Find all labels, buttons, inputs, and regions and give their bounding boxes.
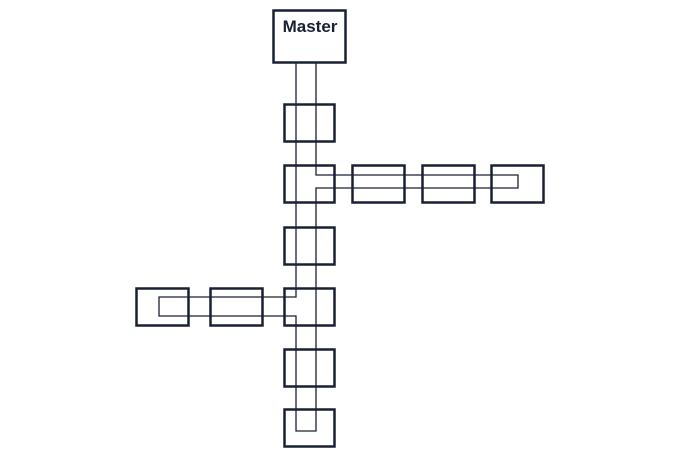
master-label: Master — [283, 17, 338, 36]
slave-node-r3-end — [490, 164, 545, 204]
slave-node-v2-junction — [283, 164, 336, 204]
slave-node-v6-end — [283, 408, 336, 448]
cable-loop — [158, 62, 519, 432]
slave-node-r2 — [421, 164, 476, 204]
slave-node-l1 — [209, 287, 264, 327]
slave-node-v4-junction — [283, 287, 336, 327]
slave-node-v5 — [283, 348, 336, 388]
master-node — [272, 9, 347, 64]
slave-node-v1 — [283, 103, 336, 143]
slave-node-r1 — [351, 164, 406, 204]
slave-node-v3 — [283, 226, 336, 266]
slave-node-l2-end — [135, 287, 190, 327]
